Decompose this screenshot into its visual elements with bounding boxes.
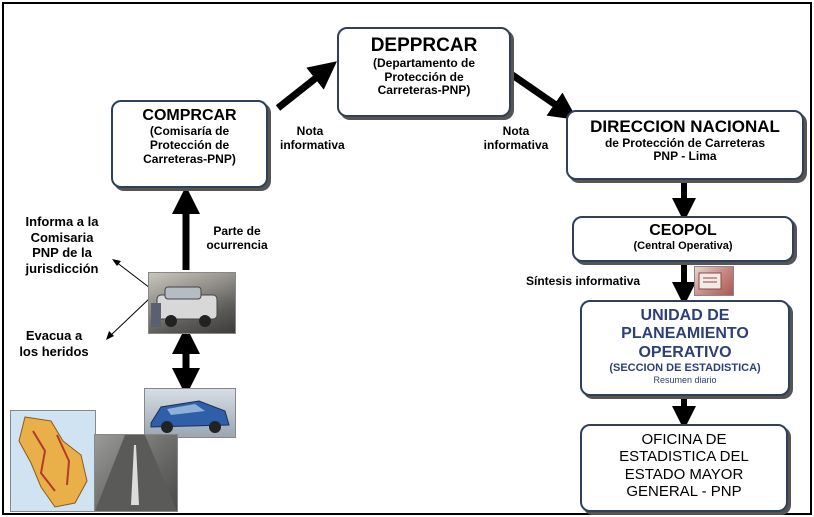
comprcar-title: COMPRCAR — [142, 107, 237, 124]
oficina-line3: ESTADO MAYOR — [624, 465, 744, 483]
highway-photo — [94, 434, 178, 512]
ceopol-sub1: (Central Operativa) — [633, 240, 733, 253]
unidad-title1: UNIDAD DE — [640, 307, 730, 324]
direccion-sub2: PNP - Lima — [653, 149, 717, 164]
unidad-title2: PLANEAMIENTO — [621, 325, 749, 343]
evacua-line1: Evacua a — [25, 328, 83, 343]
direccion-nacional-box: DIRECCION NACIONAL de Protección de Carr… — [566, 110, 804, 180]
evacua-label: Evacua a los heridos — [12, 328, 96, 359]
arrowhead-thin-informa — [112, 259, 121, 266]
nota-left-line2: informativa — [280, 138, 345, 153]
parte-line1: Parte de — [213, 224, 261, 238]
oficina-line4: GENERAL - PNP — [626, 482, 742, 500]
oficina-line2: ESTADISTICA DEL — [619, 448, 749, 466]
crashed-car-photo — [144, 388, 236, 438]
document-thumbnail-image — [698, 272, 722, 290]
arrow-thin-evacua — [109, 297, 151, 337]
arrow-thin-informa — [115, 261, 151, 289]
peru-map-image — [10, 410, 96, 512]
depprcar-title: DEPPRCAR — [370, 35, 478, 56]
comprcar-sub2: Protección de — [149, 138, 230, 153]
parte-line2: ocurrencia — [206, 238, 268, 253]
parte-ocurrencia-label: Parte de ocurrencia — [200, 224, 274, 253]
oficina-line1: OFICINA DE — [641, 431, 727, 448]
nota-right-line2: informativa — [483, 138, 549, 153]
informa-line1: Informa a la — [25, 214, 99, 229]
nota-right-line1: Nota — [502, 124, 530, 138]
depprcar-sub2: Protección de — [384, 69, 464, 84]
arrow-depprcar-direccion — [506, 69, 578, 120]
comprcar-box: COMPRCAR (Comisaría de Protección de Car… — [111, 100, 268, 188]
nota-informativa-left: Nota informativa — [280, 124, 345, 153]
evacua-line2: los heridos — [19, 343, 89, 359]
depprcar-box: DEPPRCAR (Departamento de Protección de … — [337, 27, 511, 117]
informa-line3: PNP de la — [32, 245, 92, 261]
arrowhead-thin-evacua — [106, 331, 114, 340]
oficina-estadistica-box: OFICINA DE ESTADISTICA DEL ESTADO MAYOR … — [580, 424, 788, 512]
accident-scene-photo — [148, 272, 236, 334]
highway-image — [95, 435, 177, 511]
unidad-sub2: Resumen diario — [653, 374, 717, 385]
nota-informativa-right: Nota informativa — [478, 124, 554, 153]
ceopol-title: CEOPOL — [649, 222, 717, 239]
unidad-title3: OPERATIVO — [638, 343, 732, 361]
crashed-car-image — [150, 400, 230, 433]
direccion-title: DIRECCION NACIONAL — [590, 117, 780, 136]
peru-map-graphic — [18, 416, 88, 508]
sintesis-text: Síntesis informativa — [526, 274, 641, 288]
nota-left-line1: Nota — [296, 124, 324, 138]
depprcar-sub3: Carreteras-PNP) — [377, 83, 471, 98]
informa-line4: jurisdicción — [25, 260, 99, 276]
document-thumbnail — [694, 266, 734, 296]
informa-label: Informa a la Comisaria PNP de la jurisdi… — [12, 214, 112, 276]
direccion-sub1: de Protección de Carreteras — [604, 135, 766, 150]
sintesis-informativa-label: Síntesis informativa — [526, 274, 640, 288]
unidad-planeamiento-box: UNIDAD DE PLANEAMIENTO OPERATIVO (SECCIO… — [580, 300, 790, 396]
ceopol-box: CEOPOL (Central Operativa) — [572, 216, 794, 262]
comprcar-sub3: Carreteras-PNP) — [143, 151, 236, 166]
comprcar-sub1: (Comisaría de — [149, 124, 230, 139]
depprcar-sub1: (Departamento de — [372, 55, 476, 70]
informa-line2: Comisaria — [30, 229, 94, 245]
arrow-comprcar-depprcar — [275, 61, 337, 111]
unidad-sub1: (SECCION DE ESTADISTICA) — [609, 362, 761, 375]
accident-scene-image — [151, 286, 218, 327]
